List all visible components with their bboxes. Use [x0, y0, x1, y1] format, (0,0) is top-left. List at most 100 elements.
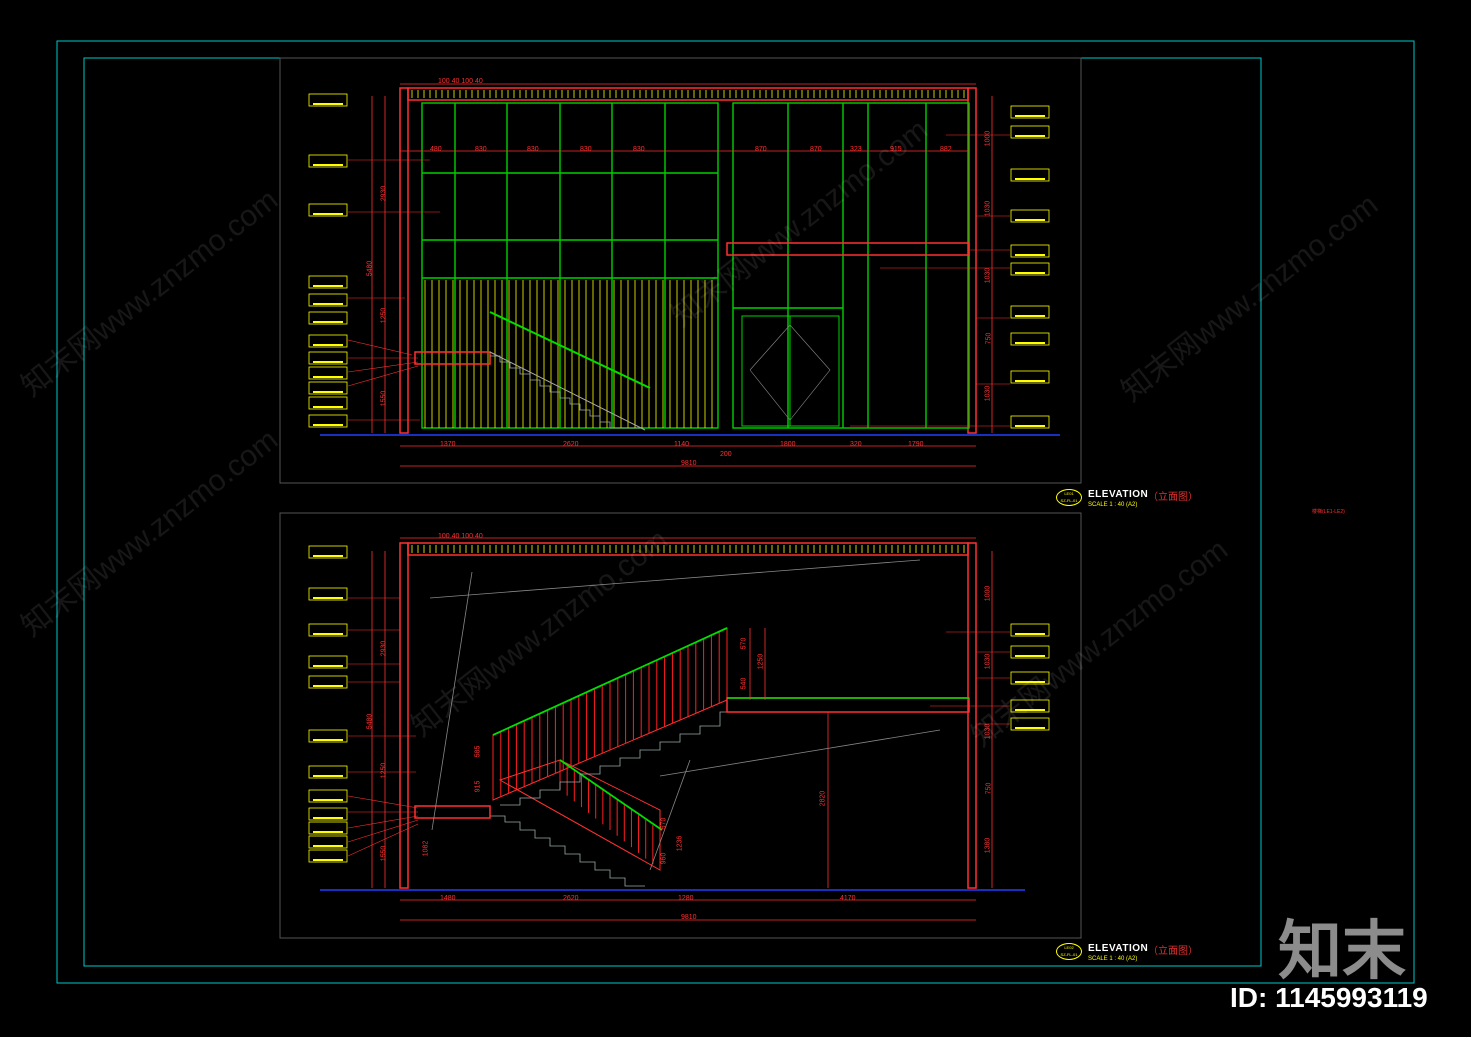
left-dim-3: 1250: [380, 307, 388, 324]
stair-stringer: [489, 351, 646, 431]
material-tag: [1010, 105, 1050, 119]
material-tags-right: [1010, 623, 1050, 731]
stair-dim-9: 960: [660, 852, 668, 865]
material-tag: [308, 655, 348, 669]
view-title-cn: （立面图）: [1148, 492, 1198, 503]
view-badge: LE02 SZ-FL-01: [1056, 943, 1082, 960]
top-dims-label: 100 40 100 40: [438, 533, 483, 540]
top-dims-label: 100 40 100 40: [438, 78, 483, 85]
view-title: ELEVATION: [1088, 943, 1149, 954]
brand-logo: 知末: [1278, 915, 1406, 987]
right-dim-2: 1030: [984, 653, 992, 670]
left-wall: [399, 87, 409, 434]
elevation-bottom: [308, 537, 1050, 921]
left-dim-2: 5480: [366, 260, 374, 277]
lower-flight-infill: [498, 759, 661, 871]
grid-dim-2: 830: [475, 146, 487, 153]
material-tag: [1010, 717, 1050, 731]
right-dim-4: 750: [985, 782, 993, 795]
material-tag: [308, 807, 348, 821]
dim-4: 4170: [840, 895, 856, 902]
view-scale: SCALE 1 : 40 (A2): [1088, 956, 1138, 962]
right-dim-1: 1000: [984, 130, 992, 147]
dimension-lines: [371, 537, 993, 921]
dimension-lines: [371, 83, 993, 467]
material-tag: [1010, 168, 1050, 182]
dim-sub-1: 320: [850, 441, 862, 448]
material-tag: [308, 334, 348, 348]
badge-top: LE01: [1064, 491, 1074, 496]
stair-steps: [490, 355, 640, 429]
material-tag: [308, 765, 348, 779]
left-wall: [399, 542, 409, 889]
left-dim-4: 1550: [380, 845, 388, 862]
ceiling-slats: [411, 90, 965, 98]
material-tag: [308, 381, 348, 395]
stair-dim-10: 1082: [422, 840, 430, 857]
material-tag: [308, 154, 348, 168]
stair-dim-1: 570: [740, 637, 748, 650]
id-label: ID: 1145993119: [1230, 982, 1428, 1013]
grid-dim-8: 323: [850, 146, 862, 153]
grid-dim-3: 830: [527, 146, 539, 153]
material-tags-right: [1010, 105, 1050, 429]
material-tag: [308, 849, 348, 863]
leader-lines: [347, 134, 1010, 427]
bottom-total-dim: 9810: [681, 460, 697, 467]
material-tags-left: [308, 545, 348, 863]
door-swing: [749, 324, 831, 421]
material-tag: [308, 545, 348, 559]
ceiling-beam: [407, 542, 969, 556]
material-tag: [308, 396, 348, 410]
material-tag: [1010, 699, 1050, 713]
stair-dim-7: 570: [660, 817, 668, 830]
material-tag: [1010, 623, 1050, 637]
grid-dim-7: 870: [810, 146, 822, 153]
view-frame-top: [279, 57, 1082, 484]
dim-1: 1480: [440, 895, 456, 902]
material-tag: [308, 789, 348, 803]
material-tag: [308, 275, 348, 289]
grid-dim-10: 882: [940, 146, 952, 153]
stair-dim-8: 1236: [676, 835, 684, 852]
view-title: ELEVATION: [1088, 489, 1149, 500]
reference-lines: [429, 559, 941, 871]
dim-3: 1140: [674, 441, 690, 448]
material-tag: [308, 587, 348, 601]
grid-dim-5: 830: [633, 146, 645, 153]
material-tag: [1010, 332, 1050, 346]
right-wall: [967, 542, 977, 889]
dim-sub-2: 200: [720, 451, 732, 458]
left-dim-4: 1550: [380, 390, 388, 407]
handrail: [489, 311, 651, 389]
material-tag: [308, 351, 348, 365]
view-title-cn: （立面图）: [1148, 946, 1198, 957]
left-dim-1: 2930: [380, 640, 388, 657]
ceiling-beam: [407, 87, 969, 101]
balusters: [559, 760, 661, 870]
material-tag: [308, 203, 348, 217]
handrail-upper: [492, 627, 728, 736]
stair-dim-5: 585: [474, 745, 482, 758]
stair-dim-2: 1250: [757, 653, 765, 670]
landing-slab: [414, 805, 491, 819]
material-tag: [308, 366, 348, 380]
balusters: [492, 628, 728, 800]
landing-slab: [414, 351, 491, 365]
grid-dim-9: 915: [890, 146, 902, 153]
right-dim-5: 1380: [984, 837, 992, 854]
material-tags-left: [308, 93, 348, 428]
view-badge: LE01 SZ-FL-01: [1056, 489, 1082, 506]
material-tag: [308, 293, 348, 307]
dim-3: 1280: [678, 895, 694, 902]
material-tag: [1010, 244, 1050, 258]
stair-dim-3: 540: [740, 677, 748, 690]
right-dim-3: 1030: [984, 267, 992, 284]
right-dim-4: 750: [985, 332, 993, 345]
dim-4: 1800: [780, 441, 796, 448]
material-tag: [308, 311, 348, 325]
left-dim-3: 1250: [380, 762, 388, 779]
upper-steps: [500, 711, 727, 806]
bottom-total-dim: 9810: [681, 914, 697, 921]
